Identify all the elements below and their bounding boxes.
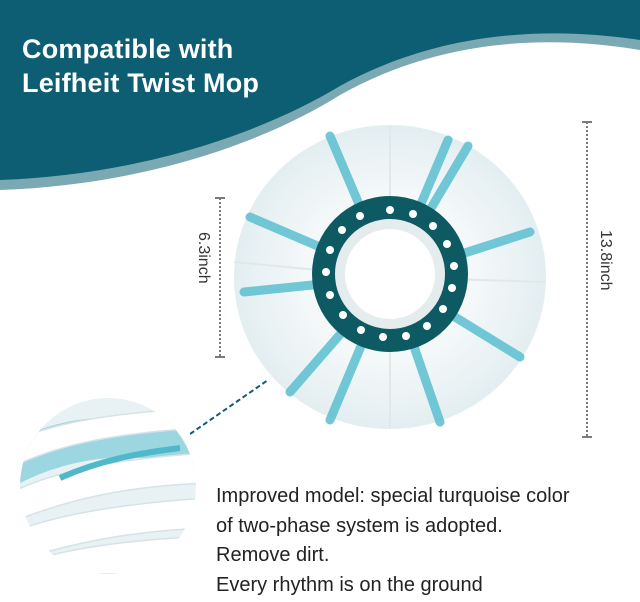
mop-head-image <box>233 125 547 429</box>
description-line: Remove dirt. <box>216 544 330 566</box>
title-line-2: Leifheit Twist Mop <box>22 68 260 98</box>
page-title: Compatible with Leifheit Twist Mop <box>22 32 259 100</box>
product-description: Improved model: special turquoise color … <box>216 482 570 600</box>
callout-line <box>190 379 269 435</box>
dimension-cap-bottom <box>215 356 225 358</box>
dimension-label-inner: 6.3inch <box>195 232 212 284</box>
dimension-cap-bottom <box>582 436 592 438</box>
description-line: Every rhythm is on the ground <box>216 573 483 596</box>
dimension-line-inner <box>219 198 221 356</box>
description-line: Improved model: special turquoise color <box>216 485 570 507</box>
dimension-line-outer <box>586 122 588 436</box>
header-banner <box>0 0 640 190</box>
fiber-closeup-image <box>20 398 196 574</box>
description-line: of two-phase system is adopted. <box>216 514 503 537</box>
title-line-1: Compatible with <box>22 34 234 64</box>
dimension-label-outer: 13.8inch <box>597 230 614 291</box>
